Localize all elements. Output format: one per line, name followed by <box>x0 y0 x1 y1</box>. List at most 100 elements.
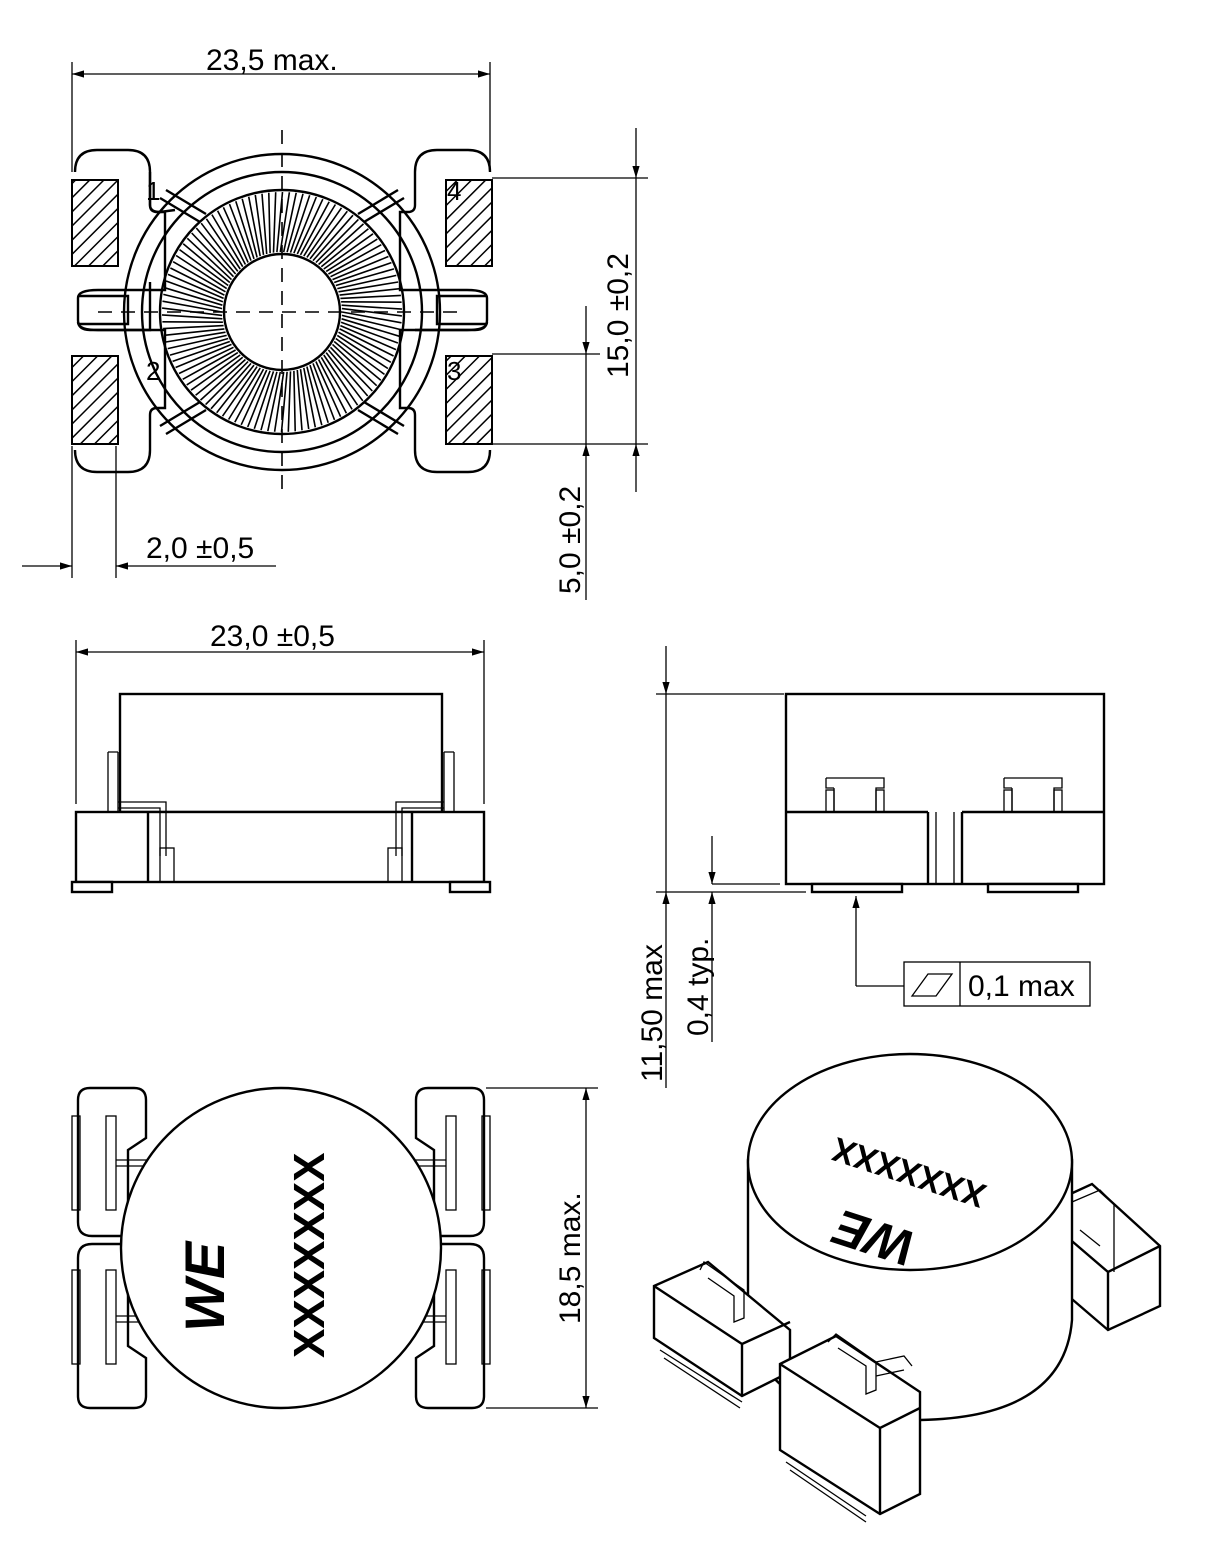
winding-turn <box>287 371 292 432</box>
winding-turn <box>323 354 359 406</box>
winding-turn <box>340 294 401 300</box>
winding-turn <box>293 196 318 254</box>
winding-turn <box>293 370 296 432</box>
bottom-terminal-br <box>414 1242 486 1410</box>
bottom-terminal-tr <box>414 1086 486 1238</box>
winding-turn <box>341 304 403 310</box>
dim-top-height: 15,0 ±0,2 <box>602 253 635 378</box>
winding-turn <box>296 369 303 431</box>
winding-turn <box>211 214 244 268</box>
winding-turn <box>273 371 285 432</box>
winding-turn <box>338 281 399 293</box>
winding-turn <box>179 248 229 287</box>
winding-turn <box>286 193 304 253</box>
winding-turn <box>338 331 392 363</box>
top-view: 1 2 3 4 23,5 max. 15,0 ±0,2 5,0 ±0,2 2,0… <box>22 44 648 600</box>
winding-turn <box>312 363 336 421</box>
lead-wire-2 <box>159 400 207 436</box>
terminal-frame-3 <box>398 321 492 474</box>
pad-2 <box>71 355 119 445</box>
winding-turn <box>169 337 229 356</box>
code-marking: XXXXXXX <box>285 1153 334 1358</box>
winding-turn <box>325 352 364 402</box>
winding-turn <box>333 340 382 381</box>
winding-turn <box>341 307 402 317</box>
dim-pad-pitch: 5,0 ±0,2 <box>554 486 587 594</box>
winding-turn <box>339 287 400 296</box>
winding-turn <box>227 367 261 420</box>
winding-turn <box>320 356 353 410</box>
winding-turn <box>268 192 271 254</box>
pin-label-1: 1 <box>146 176 160 206</box>
winding-turn <box>216 210 247 265</box>
winding-turn <box>309 364 329 423</box>
winding-turn <box>247 196 261 257</box>
winding-turn <box>341 311 402 324</box>
pad-4 <box>445 179 493 267</box>
winding-turn <box>328 244 382 275</box>
winding-turn <box>296 198 324 255</box>
terminal-frame-2 <box>73 321 167 474</box>
winding-turn <box>336 334 389 370</box>
winding-turn <box>303 367 317 428</box>
isometric-view: XXXXXXX WE <box>652 1052 1162 1523</box>
winding-turn <box>327 349 369 397</box>
winding-turn <box>165 280 224 303</box>
pad-3 <box>445 355 493 445</box>
front-base <box>74 810 486 884</box>
winding-turn <box>165 331 226 343</box>
winding-turn <box>164 286 223 306</box>
dim-bottom-depth: 18,5 max. <box>554 1192 587 1324</box>
winding-turn <box>333 261 392 284</box>
winding-turn <box>205 360 249 406</box>
winding-turn <box>272 192 277 253</box>
winding-turn <box>279 192 291 253</box>
winding-turn <box>309 210 348 260</box>
winding-turn <box>200 222 239 272</box>
winding-turn <box>341 318 400 338</box>
side-body <box>784 692 1106 886</box>
winding-turn <box>317 359 348 414</box>
winding-turn <box>335 337 385 376</box>
pin-label-2: 2 <box>146 356 160 386</box>
winding-turn <box>282 192 297 253</box>
winding-turn <box>299 201 330 256</box>
winding-turn <box>195 356 244 396</box>
winding-turn <box>299 368 310 430</box>
front-foot-right <box>448 880 492 894</box>
winding-turn <box>172 261 226 293</box>
winding-turn <box>246 370 271 428</box>
dim-coplanarity: 0,1 max <box>968 970 1075 1003</box>
winding-turn <box>341 314 401 331</box>
winding-turn <box>339 328 394 357</box>
dim-standoff: 0,4 typ. <box>682 938 715 1036</box>
dim-top-width: 23,5 max. <box>206 44 338 77</box>
winding-turn <box>167 273 224 300</box>
winding-turn <box>162 300 223 313</box>
winding-turn <box>191 232 235 278</box>
winding-turn <box>235 201 255 260</box>
right-slot <box>435 294 487 326</box>
winding-turn <box>303 204 337 257</box>
winding-turn <box>161 314 223 320</box>
iso-terminal-back <box>1064 1182 1162 1332</box>
winding-turn <box>315 218 359 264</box>
winding-turn <box>337 274 397 290</box>
winding-turn <box>320 228 369 268</box>
winding-turn <box>289 194 311 253</box>
winding-turn <box>331 343 378 387</box>
bottom-body <box>119 1086 443 1410</box>
winding-turn <box>240 369 268 426</box>
winding-turn <box>332 255 389 281</box>
coplanarity-frame <box>903 961 1091 1007</box>
front-view: 23,0 ±0,5 <box>70 620 492 894</box>
front-foot-left <box>70 880 114 894</box>
pin-label-4: 4 <box>447 176 461 206</box>
winding-turn <box>330 249 386 278</box>
winding-turn <box>195 227 237 275</box>
winding-turn <box>222 206 249 263</box>
winding-turn <box>172 340 231 363</box>
winding-turn <box>241 198 258 258</box>
winding-turn <box>306 366 323 426</box>
winding-turn <box>335 268 395 287</box>
